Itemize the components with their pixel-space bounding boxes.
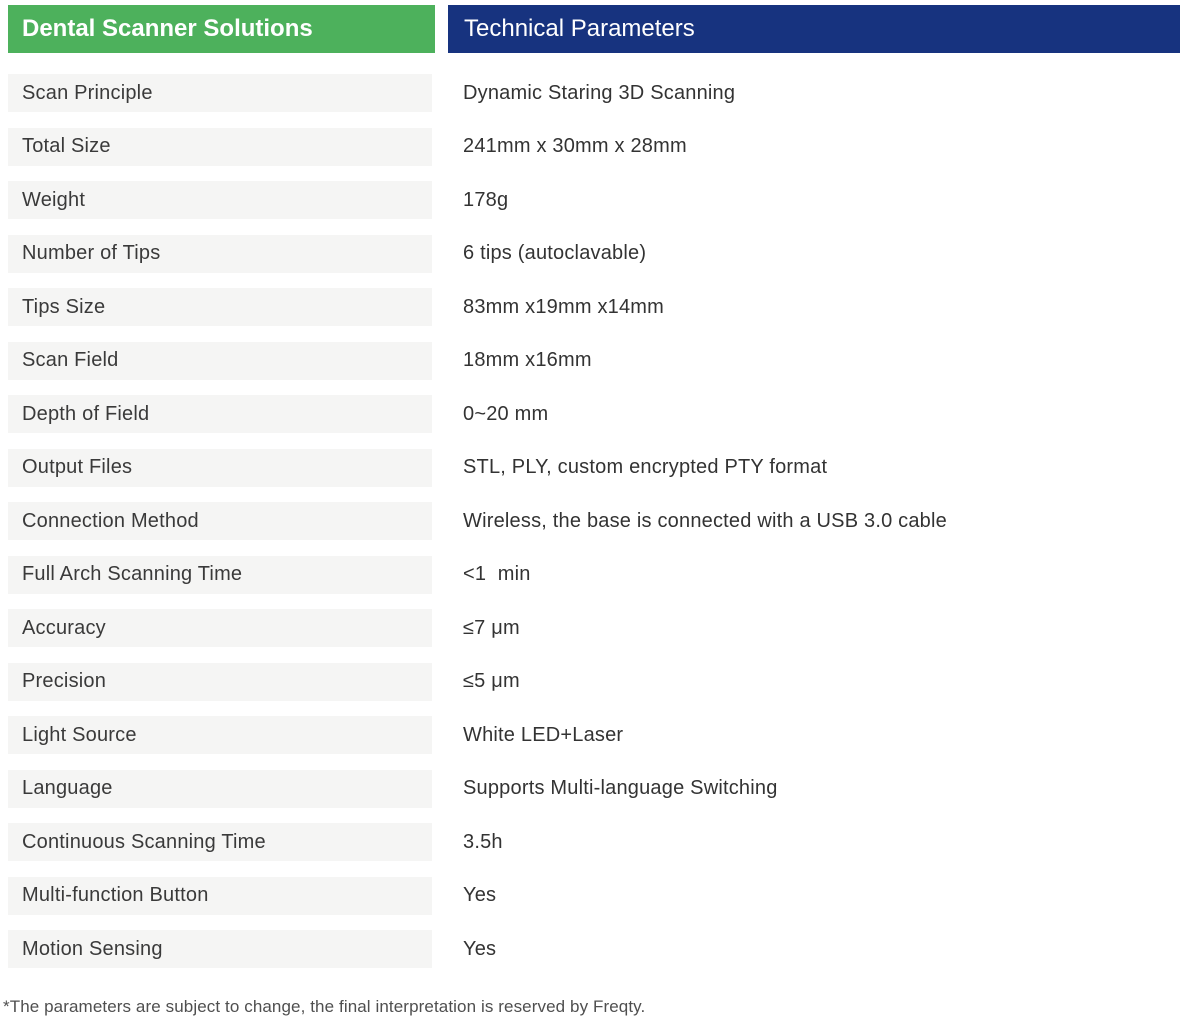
row-value: ≤5 μm xyxy=(463,670,520,692)
table-row: Accuracy ≤7 μm xyxy=(0,609,1180,647)
row-label: Scan Field xyxy=(8,341,432,380)
table-row: Motion Sensing Yes xyxy=(0,930,1180,968)
row-label: Full Arch Scanning Time xyxy=(8,555,432,594)
row-label: Motion Sensing xyxy=(8,930,432,968)
row-label: Continuous Scanning Time xyxy=(8,823,432,861)
row-label: Total Size xyxy=(8,127,432,166)
product-title-header: Dental Scanner Solutions xyxy=(8,5,435,53)
table-row: Language Supports Multi-language Switchin… xyxy=(0,769,1180,808)
table-row: Tips Size 83mm x19mm x14mm xyxy=(0,288,1180,326)
table-row: Continuous Scanning Time 3.5h xyxy=(0,823,1180,861)
row-value: <1 min xyxy=(463,563,531,585)
row-value: Supports Multi-language Switching xyxy=(463,777,778,799)
table-row: Connection Method Wireless, the base is c… xyxy=(0,502,1180,540)
table-row: Light Source White LED+Laser xyxy=(0,716,1180,754)
row-value: 241mm x 30mm x 28mm xyxy=(463,135,687,157)
technical-parameters-header: Technical Parameters xyxy=(448,5,1180,53)
row-label: Number of Tips xyxy=(8,234,432,273)
row-value: ≤7 μm xyxy=(463,616,520,639)
row-value: White LED+Laser xyxy=(463,723,624,746)
row-value: 0~20 mm xyxy=(463,402,549,425)
table-row: Scan Field 18mm x16mm xyxy=(0,341,1180,380)
row-label: Tips Size xyxy=(8,288,432,326)
row-value: 18mm x16mm xyxy=(463,349,592,371)
row-value: Dynamic Staring 3D Scanning xyxy=(463,81,736,104)
row-value: STL, PLY, custom encrypted PTY format xyxy=(463,456,828,478)
row-label: Multi-function Button xyxy=(8,876,432,915)
row-label: Connection Method xyxy=(8,502,432,540)
row-value: Yes xyxy=(463,884,497,906)
table-row: Scan Principle Dynamic Staring 3D Scannin… xyxy=(0,74,1180,112)
table-row: Multi-function Button Yes xyxy=(0,876,1180,915)
row-label: Language xyxy=(8,769,432,808)
row-label: Scan Principle xyxy=(8,74,432,112)
table-row: Precision ≤5 μm xyxy=(0,662,1180,701)
row-label: Accuracy xyxy=(8,609,432,647)
table-row: Number of Tips 6 tips (autoclavable) xyxy=(0,234,1180,273)
row-value: 178g xyxy=(463,188,509,211)
row-label: Output Files xyxy=(8,448,432,487)
table-row: Weight 178g xyxy=(0,181,1180,219)
product-title-text: Dental Scanner Solutions xyxy=(22,15,313,42)
table-row: Total Size 241mm x 30mm x 28mm xyxy=(0,127,1180,166)
technical-parameters-text: Technical Parameters xyxy=(464,15,695,42)
table-row: Full Arch Scanning Time <1 min xyxy=(0,555,1180,594)
spec-table: Scan Principle Dynamic Staring 3D Scannin… xyxy=(0,74,1180,968)
row-value: 3.5h xyxy=(463,830,503,853)
disclaimer-note: *The parameters are subject to change, t… xyxy=(3,997,646,1016)
row-value: 83mm x19mm x14mm xyxy=(463,295,665,318)
row-value: Wireless, the base is connected with a U… xyxy=(463,509,947,532)
row-value: Yes xyxy=(463,937,497,960)
table-row: Output Files STL, PLY, custom encrypted P… xyxy=(0,448,1180,487)
row-label: Light Source xyxy=(8,716,432,754)
table-row: Depth of Field 0~20 mm xyxy=(0,395,1180,433)
row-label: Precision xyxy=(8,662,432,701)
table-header-row: Dental Scanner Solutions Technical Param… xyxy=(0,0,1180,53)
row-value: 6 tips (autoclavable) xyxy=(463,242,647,264)
row-label: Weight xyxy=(8,181,432,219)
row-label: Depth of Field xyxy=(8,395,432,433)
